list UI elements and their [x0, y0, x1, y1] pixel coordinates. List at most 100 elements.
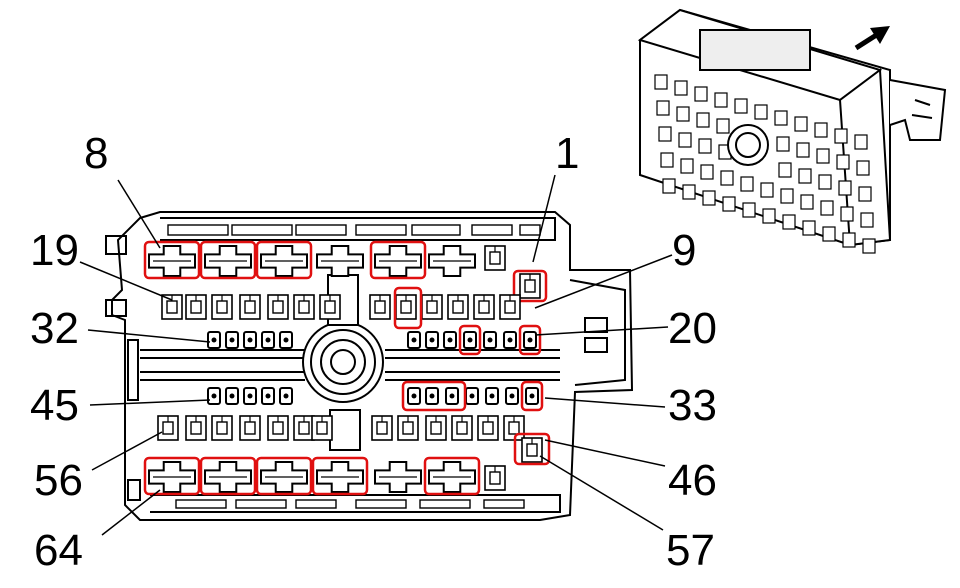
- mini-fuse-socket: [484, 465, 506, 491]
- small-fuse-socket: [243, 331, 257, 349]
- fuse-row-32-20: [207, 324, 542, 356]
- label-45: 45: [30, 381, 79, 430]
- thumbnail-fuse: [780, 188, 794, 204]
- thumbnail-fuse: [696, 112, 710, 128]
- highlight-box: [311, 456, 369, 496]
- label-46: 46: [668, 456, 717, 505]
- small-fuse-socket: [225, 387, 239, 405]
- highlight-box: [520, 380, 544, 412]
- mini-fuse-socket: [425, 415, 447, 441]
- thumbnail-fuse: [842, 232, 856, 248]
- mini-fuse-socket: [161, 294, 183, 320]
- mini-fuse-socket: [473, 294, 495, 320]
- mini-fuse-socket: [397, 415, 419, 441]
- highlight-box: [369, 240, 427, 280]
- thumbnail-fuse: [700, 164, 714, 180]
- highlight-box: [393, 286, 423, 330]
- small-fuse-socket: [261, 387, 275, 405]
- small-fuse-socket: [425, 387, 439, 405]
- label-20: 20: [668, 304, 717, 353]
- label-1: 1: [555, 129, 579, 178]
- thumbnail-fuse: [834, 128, 848, 144]
- mini-fuse-socket: [477, 415, 499, 441]
- thumbnail-fuse: [754, 104, 768, 120]
- thumbnail-fuse: [818, 174, 832, 190]
- small-fuse-socket: [463, 331, 477, 349]
- thumbnail-fuse: [798, 168, 812, 184]
- label-32: 32: [30, 304, 79, 353]
- small-fuse-socket: [503, 331, 517, 349]
- mini-fuse-socket: [447, 294, 469, 320]
- thumbnail-fuse: [720, 170, 734, 186]
- cap-slot: [167, 224, 229, 236]
- small-fuse-socket: [465, 387, 479, 405]
- thumbnail-fuse: [800, 194, 814, 210]
- label-19: 19: [30, 226, 79, 275]
- highlight-box: [143, 240, 201, 280]
- thumbnail-fuse: [654, 74, 668, 90]
- highlight-box: [199, 240, 257, 280]
- thumbnail-fuse: [698, 138, 712, 154]
- arrow-up-right-icon: [854, 26, 890, 51]
- leader-lines: [79, 174, 673, 536]
- thumbnail-fuse: [734, 98, 748, 114]
- thumbnail-fuse: [838, 180, 852, 196]
- mini-fuse-socket: [395, 294, 417, 320]
- thumbnail-fuse: [816, 148, 830, 164]
- mini-fuse-socket: [311, 415, 333, 441]
- mini-fuse-socket: [185, 415, 207, 441]
- thumbnail-fuse: [858, 186, 872, 202]
- thumbnail-fuse: [840, 206, 854, 222]
- thumbnail-fuse: [802, 220, 816, 236]
- thumbnail-fuse: [676, 106, 690, 122]
- small-fuse-socket: [261, 331, 275, 349]
- fuse-row-56-46: [157, 415, 551, 466]
- thumbnail-fuse: [740, 176, 754, 192]
- highlight-box: [199, 456, 257, 496]
- mini-fuse-socket: [239, 415, 261, 441]
- small-fuse-socket: [443, 331, 457, 349]
- thumbnail-fuse: [694, 86, 708, 102]
- thumbnail-fuse: [678, 132, 692, 148]
- cap-slot: [471, 224, 513, 236]
- mini-fuse-socket: [267, 415, 289, 441]
- maxi-fuse-socket: [316, 461, 364, 493]
- thumbnail-fuse: [682, 184, 696, 200]
- mini-fuse-socket: [293, 415, 315, 441]
- mini-fuse-socket: [185, 294, 207, 320]
- thumbnail-fuse: [662, 178, 676, 194]
- mini-fuse-socket: [421, 294, 443, 320]
- cap-slot: [175, 499, 227, 509]
- mini-fuse-socket: [319, 294, 341, 320]
- mini-fuse-socket: [267, 294, 289, 320]
- small-fuse-socket: [279, 331, 293, 349]
- thumbnail-fuse: [796, 142, 810, 158]
- maxi-fuse-socket: [374, 461, 422, 493]
- maxi-fuse-socket: [428, 461, 476, 493]
- cap-slot: [355, 224, 407, 236]
- mini-fuse-socket: [484, 245, 506, 271]
- fuse-row-8-1: [143, 240, 548, 303]
- fuse-box-perspective-icon: [637, 8, 947, 254]
- thumbnail-fuse: [854, 134, 868, 150]
- thumbnail-fuse: [822, 226, 836, 242]
- mini-fuse-socket: [371, 415, 393, 441]
- highlight-box: [423, 456, 481, 496]
- mini-fuse-socket: [157, 415, 179, 441]
- thumbnail-fuse: [722, 196, 736, 212]
- thumbnail-fuse: [860, 212, 874, 228]
- maxi-fuse-socket: [204, 245, 252, 277]
- thumbnail-fuse: [656, 100, 670, 116]
- highlight-box: [512, 269, 548, 303]
- cap-slot: [419, 499, 471, 509]
- thumbnail-fuse: [814, 122, 828, 138]
- highlight-box: [401, 380, 467, 412]
- small-fuse-socket: [225, 331, 239, 349]
- thumbnail-fuse: [680, 158, 694, 174]
- cap-slot: [483, 499, 525, 509]
- label-8: 8: [84, 129, 108, 178]
- fuse-row-19-9: [161, 286, 521, 330]
- small-fuse-socket: [407, 331, 421, 349]
- mini-fuse-socket: [239, 294, 261, 320]
- maxi-fuse-socket: [374, 245, 422, 277]
